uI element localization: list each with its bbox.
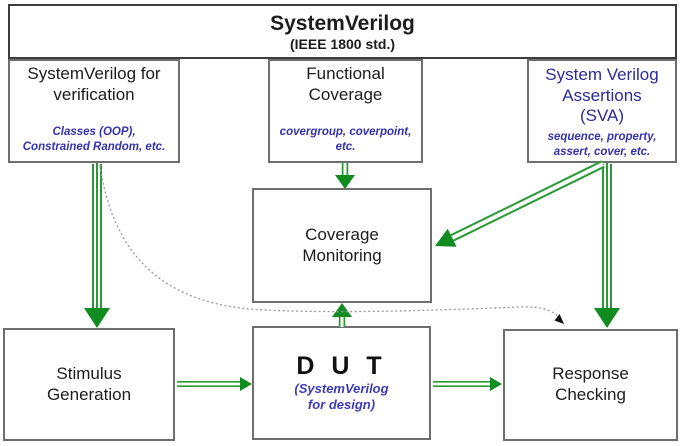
arrow-functional-to-coverage-monitoring [335,163,355,189]
functional-coverage-subtitle: covergroup, coverpoint, etc. [279,126,412,154]
box-systemverilog-header: SystemVerilog (IEEE 1800 std.) [8,4,677,59]
box-stimulus-generation: Stimulus Generation [3,328,175,441]
arrow-stimulus-to-dut [177,377,252,391]
box-systemverilog-for-verification: SystemVerilog for verification Classes (… [8,59,180,163]
arrow-sva-to-response [594,163,620,328]
dut-title: D U T [296,352,387,380]
arrow-head [332,303,352,317]
box-systemverilog-assertions: System Verilog Assertions (SVA) sequence… [527,59,677,163]
box-functional-coverage: Functional Coverage covergroup, coverpoi… [268,59,423,163]
arrow-verification-to-stimulus [84,163,110,328]
coverage-monitoring-title: Coverage Monitoring [302,224,382,265]
systemverilog-title: SystemVerilog [270,12,415,35]
arrow-sva-to-coverage-monitoring [435,160,605,247]
box-coverage-monitoring: Coverage Monitoring [252,188,432,303]
verification-subtitle: Classes (OOP), Constrained Random, etc. [22,126,166,154]
sva-subtitle: sequence, property, assert, cover, etc. [547,131,657,159]
arrow-dut-to-coverage-monitoring [332,303,352,327]
arrow-head [335,175,355,189]
dotted-arrow-head [554,314,564,324]
arrow-head [490,377,502,391]
arrow-head [84,308,110,328]
verification-title: SystemVerilog for verification [27,64,161,104]
sva-title: System Verilog Assertions (SVA) [545,65,659,126]
arrow-dut-to-response [433,377,502,391]
dut-subtitle: (SystemVerilog for design) [294,380,389,412]
box-response-checking: Response Checking [503,329,678,441]
response-checking-title: Response Checking [552,364,629,404]
arrow-shaft [450,160,605,242]
box-dut: D U T (SystemVerilog for design) [252,326,431,440]
arrow-head [240,377,252,391]
arrow-shaft-gap [451,162,604,240]
stimulus-generation-title: Stimulus Generation [46,363,132,404]
arrow-head [435,228,457,247]
arrow-head [594,308,620,328]
functional-coverage-title: Functional Coverage [306,64,385,104]
ieee-std-subtitle: (IEEE 1800 std.) [289,36,396,53]
